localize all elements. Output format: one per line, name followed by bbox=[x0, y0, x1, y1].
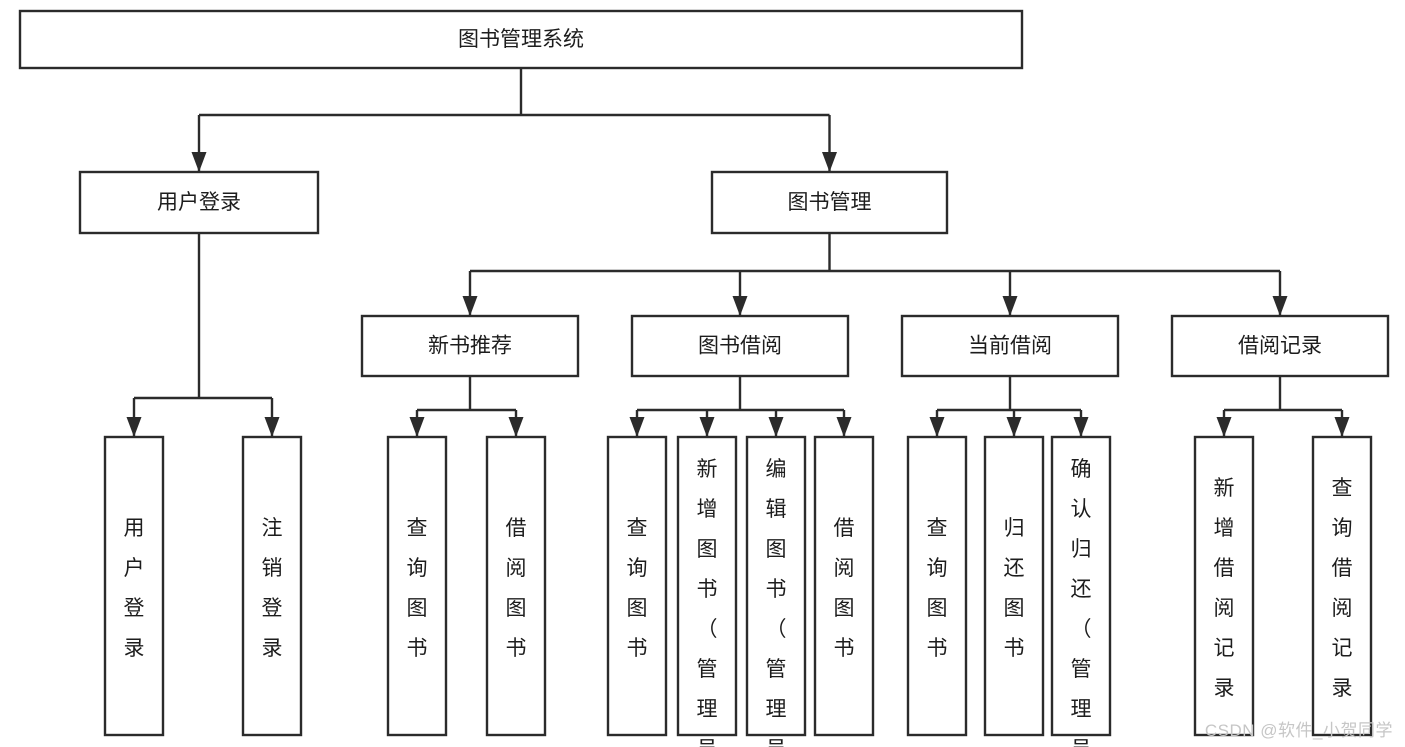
node-label: 借阅记录 bbox=[1238, 335, 1322, 358]
node-l1_1[interactable]: 图书管理 bbox=[710, 170, 949, 235]
node-box[interactable] bbox=[360, 314, 580, 378]
node-box[interactable] bbox=[983, 435, 1045, 737]
node-l3_6[interactable]: 编辑图书（管理员） bbox=[745, 435, 807, 747]
node-box[interactable] bbox=[1193, 435, 1255, 737]
arrow-head-icon bbox=[768, 417, 784, 437]
node-box[interactable] bbox=[1050, 435, 1112, 737]
node-l3_8[interactable]: 查询图书 bbox=[906, 435, 968, 737]
node-box[interactable] bbox=[813, 435, 875, 737]
node-label: 查询借阅记录 bbox=[1332, 477, 1353, 700]
node-box[interactable] bbox=[241, 435, 303, 737]
node-l3_10[interactable]: 确认归还（管理员） bbox=[1050, 435, 1112, 747]
node-l2_0[interactable]: 新书推荐 bbox=[360, 314, 580, 378]
node-box[interactable] bbox=[78, 170, 320, 235]
node-box[interactable] bbox=[1170, 314, 1390, 378]
arrow-head-icon bbox=[1216, 417, 1232, 437]
arrow-head-icon bbox=[1334, 417, 1350, 437]
node-l3_5[interactable]: 新增图书（管理员） bbox=[676, 435, 738, 747]
node-l2_1[interactable]: 图书借阅 bbox=[630, 314, 850, 378]
arrow-head-icon bbox=[1002, 296, 1018, 316]
node-box[interactable] bbox=[606, 435, 668, 737]
node-label: 当前借阅 bbox=[968, 335, 1052, 358]
node-label: 确认归还（管理员） bbox=[1071, 458, 1092, 747]
node-label: 新书推荐 bbox=[428, 335, 512, 358]
node-l3_9[interactable]: 归还图书 bbox=[983, 435, 1045, 737]
arrow-head-icon bbox=[264, 417, 280, 437]
csdn-watermark: CSDN @软件_小贺同学 bbox=[1204, 721, 1393, 740]
node-label: 查询图书 bbox=[627, 517, 648, 660]
connector-layer bbox=[126, 68, 1350, 437]
arrow-head-icon bbox=[409, 417, 425, 437]
node-box[interactable] bbox=[386, 435, 448, 737]
node-l3_1[interactable]: 注销登录 bbox=[241, 435, 303, 737]
node-label: 用户登录 bbox=[157, 191, 241, 214]
node-l3_2[interactable]: 查询图书 bbox=[386, 435, 448, 737]
arrow-head-icon bbox=[629, 417, 645, 437]
arrow-head-icon bbox=[191, 152, 207, 172]
node-label: 编辑图书（管理员） bbox=[766, 458, 787, 747]
node-label: 图书借阅 bbox=[698, 335, 782, 358]
node-label: 查询图书 bbox=[407, 517, 428, 660]
node-l3_0[interactable]: 用户登录 bbox=[103, 435, 165, 737]
arrow-head-icon bbox=[1006, 417, 1022, 437]
node-box[interactable] bbox=[676, 435, 738, 737]
node-label: 新增借阅记录 bbox=[1214, 477, 1235, 700]
node-l2_3[interactable]: 借阅记录 bbox=[1170, 314, 1390, 378]
node-layer: 图书管理系统用户登录图书管理新书推荐图书借阅当前借阅借阅记录用户登录注销登录查询… bbox=[18, 9, 1390, 747]
node-box[interactable] bbox=[1311, 435, 1373, 737]
arrow-head-icon bbox=[126, 417, 142, 437]
node-label: 借阅图书 bbox=[506, 517, 527, 660]
node-l3_3[interactable]: 借阅图书 bbox=[485, 435, 547, 737]
node-l2_2[interactable]: 当前借阅 bbox=[900, 314, 1120, 378]
node-label: 用户登录 bbox=[124, 517, 145, 660]
node-label: 图书管理系统 bbox=[458, 28, 584, 51]
arrow-head-icon bbox=[462, 296, 478, 316]
node-box[interactable] bbox=[485, 435, 547, 737]
node-root[interactable]: 图书管理系统 bbox=[18, 9, 1024, 70]
node-label: 注销登录 bbox=[262, 517, 283, 660]
node-label: 新增图书（管理员） bbox=[697, 458, 718, 747]
node-label: 归还图书 bbox=[1004, 517, 1025, 660]
node-box[interactable] bbox=[900, 314, 1120, 378]
node-label: 查询图书 bbox=[927, 517, 948, 660]
arrow-head-icon bbox=[1272, 296, 1288, 316]
node-l3_11[interactable]: 新增借阅记录 bbox=[1193, 435, 1255, 737]
node-label: 借阅图书 bbox=[834, 517, 855, 660]
node-l3_12[interactable]: 查询借阅记录 bbox=[1311, 435, 1373, 737]
node-box[interactable] bbox=[906, 435, 968, 737]
arrow-head-icon bbox=[929, 417, 945, 437]
node-l1_0[interactable]: 用户登录 bbox=[78, 170, 320, 235]
node-label: 图书管理 bbox=[788, 191, 872, 214]
node-box[interactable] bbox=[18, 9, 1024, 70]
node-box[interactable] bbox=[745, 435, 807, 737]
node-box[interactable] bbox=[630, 314, 850, 378]
arrow-head-icon bbox=[836, 417, 852, 437]
arrow-head-icon bbox=[1073, 417, 1089, 437]
node-l3_7[interactable]: 借阅图书 bbox=[813, 435, 875, 737]
arrow-head-icon bbox=[699, 417, 715, 437]
arrow-head-icon bbox=[822, 152, 837, 172]
node-l3_4[interactable]: 查询图书 bbox=[606, 435, 668, 737]
node-box[interactable] bbox=[710, 170, 949, 235]
arrow-head-icon bbox=[732, 296, 748, 316]
arrow-head-icon bbox=[508, 417, 524, 437]
node-box[interactable] bbox=[103, 435, 165, 737]
